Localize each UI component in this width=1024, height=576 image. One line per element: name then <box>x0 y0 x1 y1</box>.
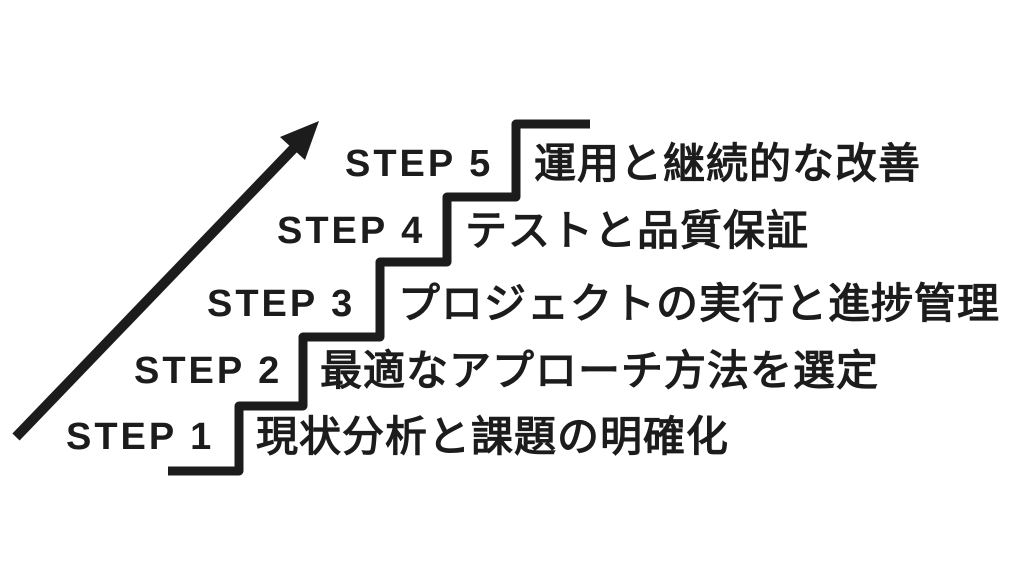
step-title: プロジェクトの実行と進捗管理 <box>398 280 1001 327</box>
step-label: STEP 5 <box>345 143 494 185</box>
arrow-up-right-icon <box>12 121 319 441</box>
step-title: 最適なアプローチ方法を選定 <box>320 347 880 394</box>
step-title: 運用と継続的な改善 <box>534 140 922 187</box>
step-label: STEP 3 <box>207 283 356 325</box>
step-label: STEP 4 <box>277 210 426 252</box>
step-label: STEP 2 <box>134 350 283 392</box>
step-title: テストと品質保証 <box>465 207 810 254</box>
staircase-line <box>168 119 590 476</box>
step-title: 現状分析と課題の明確化 <box>256 413 730 460</box>
step-label: STEP 1 <box>66 416 215 458</box>
